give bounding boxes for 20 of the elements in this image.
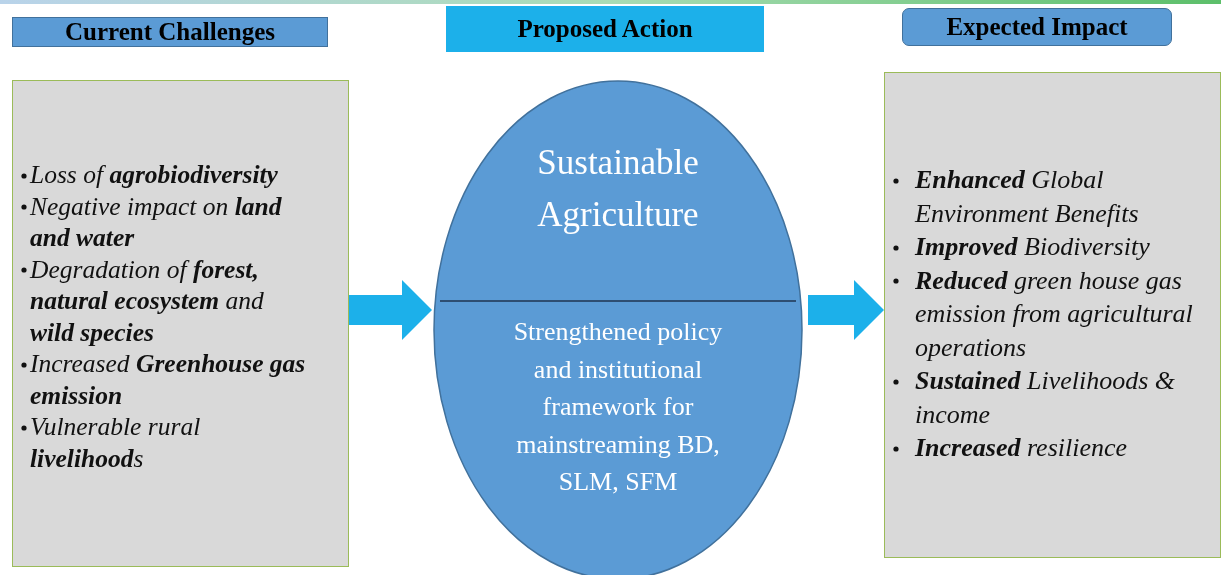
bullet-text: Degradation of forest, natural ecosystem and wild species	[30, 253, 265, 348]
block-arrow	[808, 280, 884, 340]
heading-banner	[902, 8, 1172, 46]
ellipse-description: Strengthened policy and institutional framework for mainstreaming BD, SLM, SFM	[512, 316, 724, 498]
heading-banner	[446, 6, 764, 52]
section-heading: Expected Impact	[946, 13, 1128, 41]
challenges-panel	[12, 80, 349, 567]
bullet-text: Loss of agrobiodiversity	[30, 159, 278, 191]
bullet-text: Increased Greenhouse gas emission	[30, 348, 307, 411]
section-heading: Current Challenges	[65, 18, 275, 46]
bullet-text: Reduced green house gas emission from agricultural operations	[915, 264, 1194, 364]
bullet-text: Improved Biodiversity	[915, 231, 1150, 263]
section-heading: Proposed Action	[517, 15, 693, 43]
bullet-text: Increased resilience	[915, 432, 1128, 464]
block-arrow	[349, 280, 432, 340]
bullet-text: Vulnerable rural livelihoods	[30, 411, 202, 474]
ellipse-title: Sustainable Agriculture	[536, 142, 700, 236]
bullet-text: Enhanced Global Environment Benefits	[915, 164, 1140, 230]
heading-banner	[12, 17, 328, 47]
impact-panel	[884, 72, 1221, 558]
